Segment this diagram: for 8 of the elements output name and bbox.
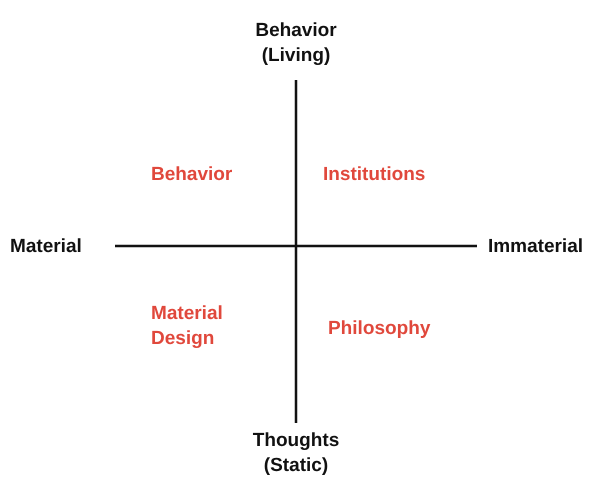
quadrant-label: Material Design [151, 302, 224, 351]
axis-label: Behavior (Living) [254, 19, 338, 68]
quadrant-label: Institutions [323, 163, 426, 187]
axis-label: Immaterial [488, 235, 584, 259]
quadrant-label: Philosophy [328, 317, 432, 341]
axis-label: Material [10, 235, 83, 259]
axis-label: Thoughts (Static) [252, 429, 340, 478]
quadrant-label: Behavior [151, 163, 234, 187]
